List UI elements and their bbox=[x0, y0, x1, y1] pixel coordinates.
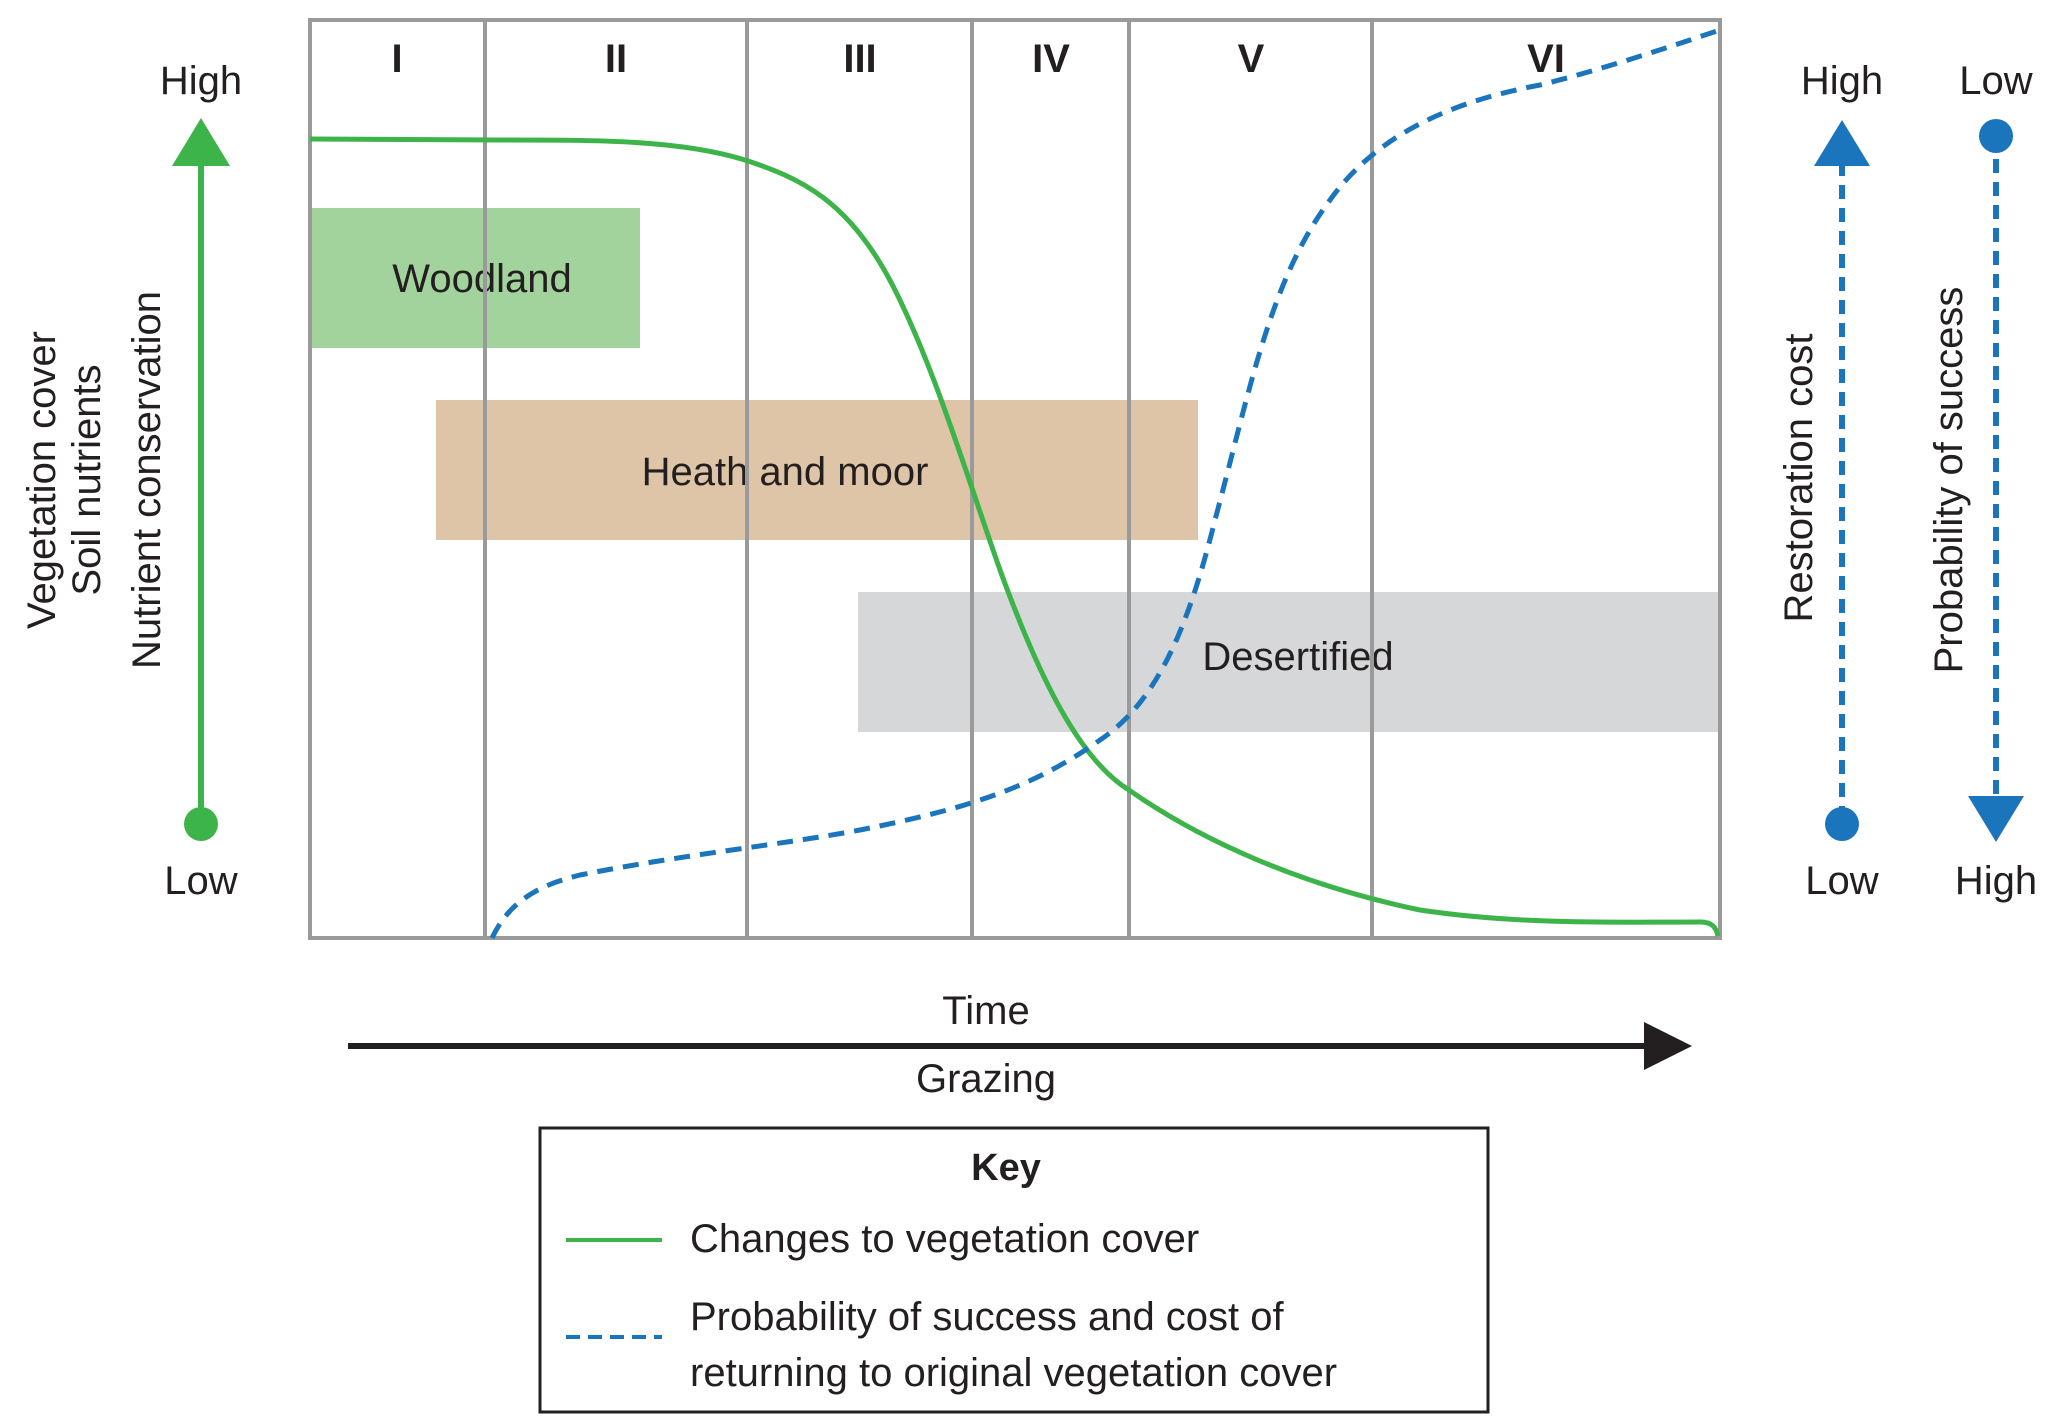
diagram-frame bbox=[308, 18, 1722, 940]
grazing-label: Grazing bbox=[916, 1057, 1056, 1101]
probability-of-success-label: Probability of success bbox=[1927, 287, 1971, 674]
probability-axis-low: Low bbox=[1959, 59, 2032, 103]
heath-moor-label: Heath and moor bbox=[642, 450, 929, 494]
left-axis-high: High bbox=[160, 59, 242, 103]
key-box bbox=[538, 1126, 1490, 1414]
stage-label-6: VI bbox=[1527, 37, 1565, 81]
time-axis-arrowhead bbox=[1644, 1022, 1692, 1070]
restoration-axis-low: Low bbox=[1805, 859, 1878, 903]
probability-axis-high: High bbox=[1955, 859, 2037, 903]
desertified-label: Desertified bbox=[1202, 635, 1393, 679]
woodland-label: Woodland bbox=[392, 257, 571, 301]
key-title: Key bbox=[971, 1147, 1041, 1189]
stage-label-4: IV bbox=[1032, 37, 1070, 81]
nutrient-conservation-label: Nutrient conservation bbox=[125, 291, 169, 669]
stage-label-3: III bbox=[843, 37, 876, 81]
soil-nutrients-label: Soil nutrients bbox=[65, 364, 109, 595]
probability-axis-arrowhead bbox=[1968, 796, 2024, 842]
restoration-axis-dot bbox=[1825, 807, 1859, 841]
left-axis-low: Low bbox=[164, 859, 237, 903]
stage-label-1: I bbox=[391, 37, 402, 81]
vegetation-cover-curve bbox=[309, 136, 1721, 937]
key-vegetation-label: Changes to vegetation cover bbox=[690, 1217, 1199, 1261]
stage-label-5: V bbox=[1238, 37, 1265, 81]
vegetation-cover-label: Vegetation cover bbox=[20, 331, 64, 629]
left-axis-arrowhead bbox=[172, 118, 230, 166]
stage-label-2: II bbox=[605, 37, 627, 81]
left-axis-dot bbox=[184, 807, 218, 841]
probability-cost-curve bbox=[489, 27, 1721, 940]
restoration-axis-arrowhead bbox=[1814, 120, 1870, 166]
restoration-axis-high: High bbox=[1801, 59, 1883, 103]
heath-moor-zone bbox=[436, 400, 1198, 540]
time-label: Time bbox=[942, 989, 1029, 1033]
desertified-zone bbox=[858, 592, 1720, 732]
woodland-zone bbox=[310, 208, 640, 348]
key-probability-label-line2: returning to original vegetation cover bbox=[690, 1351, 1337, 1395]
key-probability-label-line1: Probability of success and cost of bbox=[690, 1295, 1285, 1339]
restoration-cost-label: Restoration cost bbox=[1777, 333, 1821, 622]
